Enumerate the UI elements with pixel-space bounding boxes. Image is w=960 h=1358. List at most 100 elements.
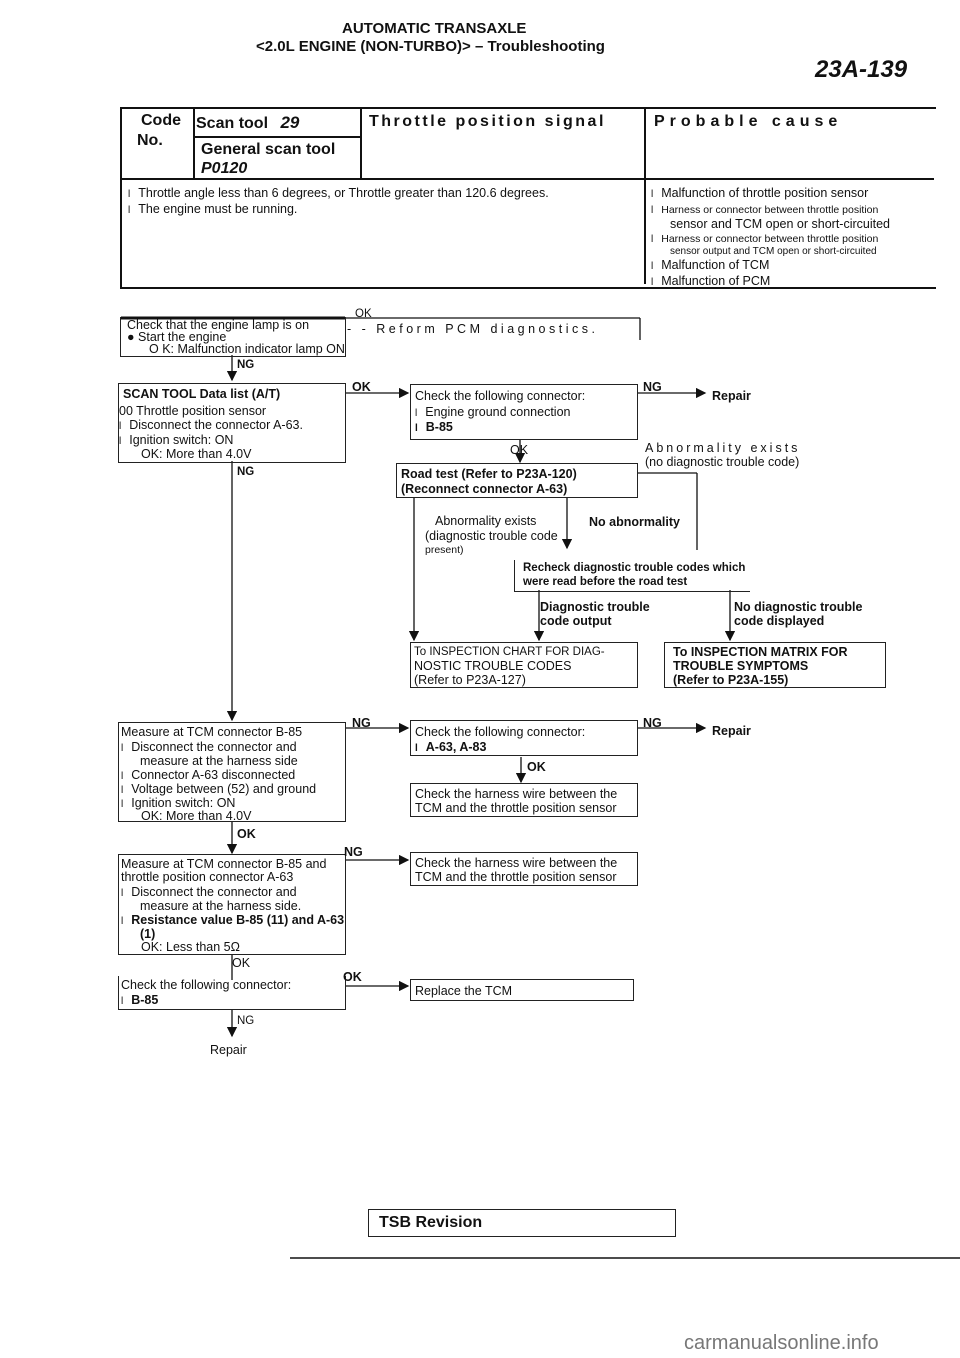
abn-line1: Abnormality exists: [435, 514, 537, 528]
cause-text: Harness or connector between throttle po…: [661, 204, 879, 216]
inspection-chart-box: To INSPECTION CHART FOR DIAG- NOSTIC TRO…: [410, 642, 638, 688]
no-dtc-block: No diagnostic trouble code displayed: [734, 600, 862, 628]
m2-line6: (1): [140, 927, 156, 941]
bullet: l: [121, 743, 124, 754]
reform-text: - - Reform PCM diagnostics.: [347, 322, 599, 336]
m1-line4: l Connector A-63 disconnected: [121, 768, 295, 784]
condition-item: l Throttle angle less than 6 degrees, or …: [128, 186, 638, 202]
scan-tool-label: Scan tool 29: [196, 113, 299, 133]
engine-type: ENGINE (NON-TURBO)>: [298, 38, 471, 55]
bullet: l: [119, 421, 122, 432]
no-diag-code-label: (no diagnostic trouble code): [645, 455, 800, 469]
measure-2-box: Measure at TCM connector B-85 and thrott…: [118, 854, 346, 955]
final-repair: Repair: [210, 1043, 247, 1057]
cause-text: Harness or connector between throttle po…: [661, 233, 879, 245]
conn2-ok-label: OK: [527, 760, 546, 774]
no-dtc-line2: code displayed: [734, 614, 825, 628]
header-dash: –: [474, 38, 484, 55]
m2-line4: measure at the harness side.: [140, 899, 302, 913]
condition-text: Throttle angle less than 6 degrees, or T…: [138, 186, 549, 200]
scan-box-text: Disconnect the connector A-63.: [129, 418, 303, 432]
bullet: l: [415, 408, 418, 419]
bullet: l: [121, 916, 124, 927]
engine-label: <2.0L: [256, 38, 295, 55]
code-label: Code: [141, 112, 181, 129]
bullet: l: [121, 771, 124, 782]
repair-1: Repair: [712, 389, 751, 403]
tsb-revision-box: TSB Revision: [368, 1209, 676, 1237]
cause-item: sensor and TCM open or short-circuited: [651, 217, 931, 231]
scan-ok-label: OK: [352, 380, 371, 394]
conn1-ng-label: NG: [643, 380, 662, 394]
cause-text: Malfunction of throttle position sensor: [661, 186, 869, 200]
insp-matrix-line3: (Refer to P23A-155): [673, 673, 789, 687]
dtc-output-line2: code output: [540, 614, 612, 628]
conn3-line1: Check the following connector:: [121, 978, 292, 992]
m1-ng-label: NG: [352, 716, 371, 730]
bullet: l: [651, 189, 654, 200]
tsb-revision-label: TSB Revision: [379, 1214, 483, 1231]
recheck-line1: Recheck diagnostic trouble codes which: [523, 562, 746, 574]
m1-ok-label: OK: [237, 827, 256, 841]
cause-text: Malfunction of PCM: [661, 274, 771, 288]
check-lamp-line3: O K: Malfunction indicator lamp ON: [149, 342, 345, 356]
cause-text: Malfunction of TCM: [661, 258, 770, 272]
check-lamp-line2: ● Start the engine: [127, 330, 227, 344]
check-lamp-box: Check that the engine lamp is on ● Start…: [120, 317, 346, 357]
road-test-box: Road test (Refer to P23A-120) (Reconnect…: [396, 463, 638, 498]
scan-tool-text: Scan tool: [196, 115, 269, 132]
no-dtc-line1: No diagnostic trouble: [734, 600, 863, 614]
conn1-line1: Check the following connector:: [415, 389, 586, 403]
m1-line1: Measure at TCM connector B-85: [121, 725, 303, 739]
scan-box-line1: SCAN TOOL Data list (A/T): [123, 387, 281, 401]
bullet: l: [128, 189, 131, 200]
scan-box-line5: OK: More than 4.0V: [141, 447, 252, 461]
abn-line2: (diagnostic trouble code: [425, 529, 558, 543]
conn1-ok-label: OK: [510, 443, 529, 457]
m1-text: Ignition switch: ON: [131, 796, 236, 810]
harness1-line2: TCM and the throttle position sensor: [415, 801, 617, 815]
m2-line2: throttle position connector A-63: [121, 870, 294, 884]
cause-text: sensor and TCM open or short-circuited: [670, 217, 891, 231]
general-scan-tool-label: General scan tool: [201, 141, 336, 158]
road-test-line2: (Reconnect connector A-63): [401, 482, 568, 496]
probable-cause-label: Probable cause: [654, 113, 843, 130]
m1-text: Connector A-63 disconnected: [131, 768, 296, 782]
recheck-box: Recheck diagnostic trouble codes which w…: [514, 560, 750, 592]
abn-line3: present): [425, 544, 464, 556]
conn3-ok-label: OK: [343, 970, 362, 984]
header-subtitle: <2.0L ENGINE (NON-TURBO)> – Troubleshoot…: [256, 38, 605, 55]
dtc-output-block: Diagnostic trouble code output: [540, 600, 650, 628]
bullet: l: [415, 743, 418, 754]
m2-line1: Measure at TCM connector B-85 and: [121, 857, 327, 871]
check-harness-1-box: Check the harness wire between the TCM a…: [410, 783, 638, 817]
scan-tool-code: 29: [280, 113, 300, 132]
scan-box-line3: l Disconnect the connector A-63.: [119, 418, 303, 434]
abnormality-exists-label: Abnormality exists: [645, 441, 801, 455]
m1-line3: measure at the harness side: [140, 754, 298, 768]
m2-line7: OK: Less than 5Ω: [141, 940, 240, 954]
recheck-line2: were read before the road test: [523, 576, 688, 588]
lamp-ng-label: NG: [237, 359, 255, 371]
conn1-text: B-85: [425, 420, 453, 434]
bullet: l: [121, 996, 124, 1007]
watermark: carmanualsonline.info: [684, 1332, 879, 1354]
scan-tool-box: SCAN TOOL Data list (A/T) 00 Throttle po…: [118, 383, 346, 463]
condition-text: The engine must be running.: [138, 202, 298, 216]
lamp-ok-label: OK: [355, 308, 372, 320]
bullet: l: [121, 888, 124, 899]
cause-item: sensor output and TCM open or short-circ…: [651, 246, 931, 258]
